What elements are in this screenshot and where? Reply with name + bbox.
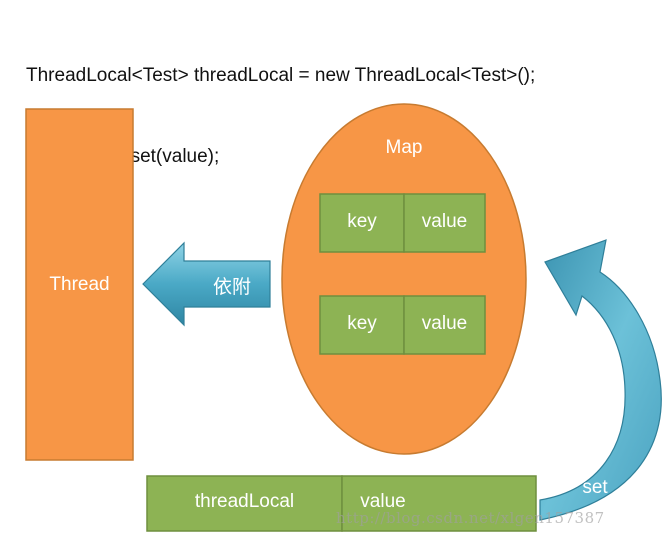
attach-arrow	[142, 241, 271, 327]
map-entry-2-value-cell	[403, 295, 486, 355]
threadlocal-key-cell	[146, 475, 343, 532]
code-line-1: ThreadLocal<Test> threadLocal = new Thre…	[26, 65, 536, 86]
map-entry-2-key-cell	[319, 295, 405, 355]
thread-box	[25, 108, 134, 461]
code-snippet: ThreadLocal<Test> threadLocal = new Thre…	[26, 8, 535, 197]
watermark-url: http://blog.csdn.net/xlgen157387	[336, 509, 605, 527]
map-ellipse	[281, 103, 527, 455]
set-arrow	[539, 239, 662, 521]
map-entry-1-value-cell	[403, 193, 486, 253]
threadlocal-value-cell	[341, 475, 537, 532]
map-entry-1-key-cell	[319, 193, 405, 253]
